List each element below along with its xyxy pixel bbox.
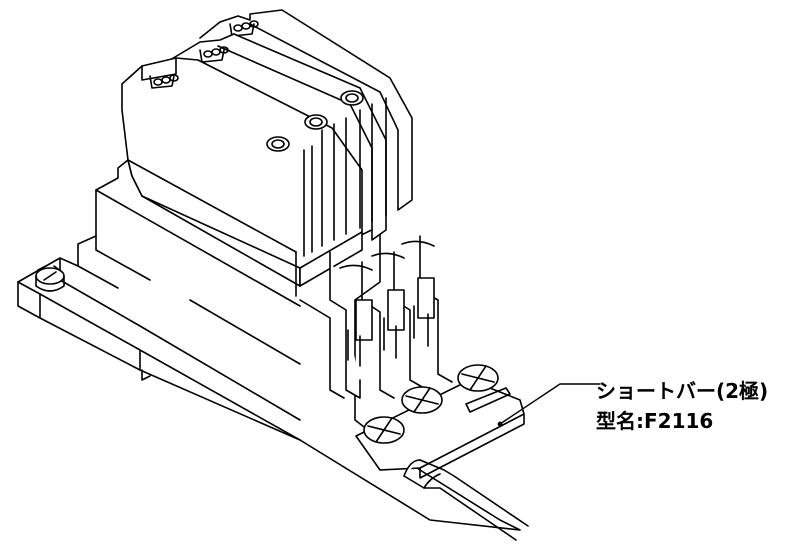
short-bar-name: ショートバー(2極) xyxy=(596,379,769,403)
top-terminal-connectors xyxy=(153,20,259,86)
callout-leader-line xyxy=(497,383,601,427)
model-number: 型名:F2116 xyxy=(596,409,714,433)
callout-label: ショートバー(2極) 型名:F2116 xyxy=(596,376,768,436)
module-side-ribs xyxy=(303,97,387,257)
cable xyxy=(403,459,529,541)
terminal-clamps xyxy=(299,235,453,399)
module-round-screws xyxy=(266,90,364,152)
short-bar-screw-icon xyxy=(363,364,499,444)
left-screw-icon xyxy=(35,265,65,292)
module-unit-rear xyxy=(199,9,413,211)
